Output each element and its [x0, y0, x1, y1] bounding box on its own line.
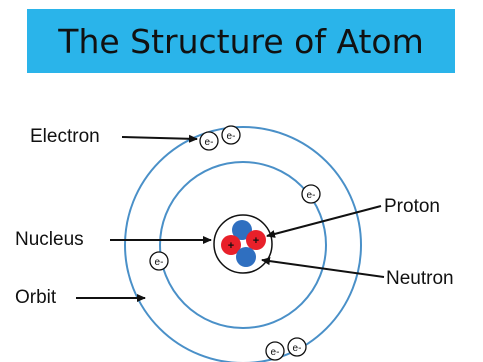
svg-text:e-: e- [307, 190, 316, 201]
electron-particle: e- [221, 125, 241, 145]
nucleus-label: Nucleus [15, 229, 84, 250]
proton-symbol: + [253, 235, 259, 247]
neutron-arrow [261, 257, 385, 278]
electron-particle: e- [199, 131, 219, 151]
electron-particle: e- [265, 341, 285, 361]
proton-arrow [266, 205, 382, 238]
outer-orbit [124, 126, 362, 362]
proton-particle [246, 230, 266, 250]
proton-label: Proton [384, 196, 440, 217]
electron-particle: e- [287, 337, 307, 357]
svg-text:e-: e- [227, 131, 236, 142]
electron-label: Electron [30, 126, 100, 147]
proton-symbol: + [228, 240, 234, 252]
nucleus: + + [213, 214, 273, 274]
page-title: The Structure of Atom [58, 21, 424, 61]
proton-particle [221, 235, 241, 255]
neutron-label: Neutron [386, 268, 454, 289]
inner-orbit [159, 161, 327, 329]
svg-text:e-: e- [205, 137, 214, 148]
electron-arrow [121, 134, 198, 143]
neutron-particle [232, 220, 252, 240]
neutron-particle [236, 247, 256, 267]
orbit-label: Orbit [15, 287, 57, 308]
svg-text:e-: e- [155, 257, 164, 268]
svg-text:e-: e- [271, 347, 280, 358]
nucleus-boundary [213, 214, 273, 274]
svg-text:e-: e- [293, 343, 302, 354]
title-banner: The Structure of Atom [27, 9, 455, 73]
electron-particle: e- [301, 184, 321, 204]
electron-particle: e- [149, 251, 169, 271]
